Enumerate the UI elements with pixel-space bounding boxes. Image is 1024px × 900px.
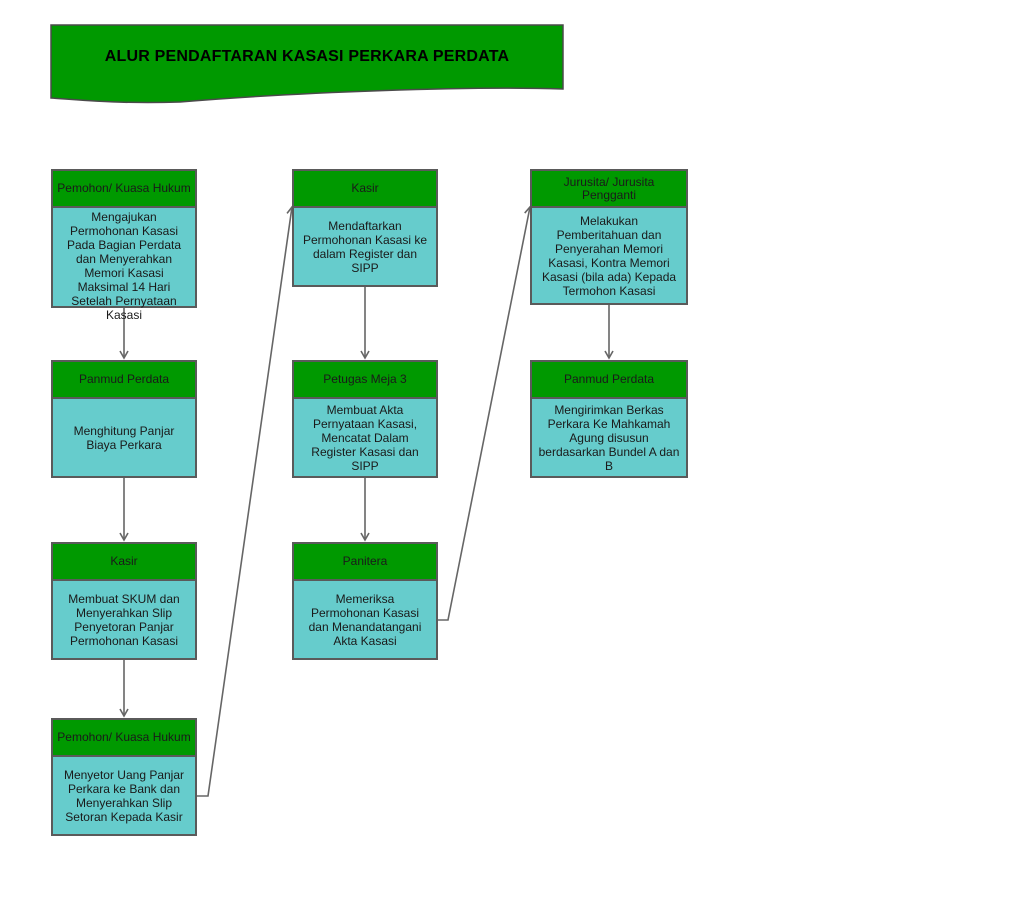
flow-node-petugas-meja-3[interactable]: Petugas Meja 3 Membuat Akta Pernyataan K…: [292, 360, 438, 478]
node-body: Membuat SKUM dan Menyerahkan Slip Penyet…: [68, 591, 180, 648]
flow-node-kasir-mendaftarkan[interactable]: Kasir Mendaftarkan Permohonan Kasasi ke …: [292, 169, 438, 287]
flow-node-jurusita[interactable]: Jurusita/ Jurusita Pengganti Melakukan P…: [530, 169, 688, 305]
node-body: Mendaftarkan Permohonan Kasasi ke dalam …: [302, 218, 428, 275]
node-header: Petugas Meja 3: [294, 362, 436, 399]
node-body: Menghitung Panjar Biaya Perkara: [73, 423, 175, 452]
flow-node-panmud-mengirimkan[interactable]: Panmud Perdata Mengirimkan Berkas Perkar…: [530, 360, 688, 478]
node-header: Pemohon/ Kuasa Hukum: [53, 171, 195, 208]
flow-node-pemohon-mengajukan[interactable]: Pemohon/ Kuasa Hukum Mengajukan Permohon…: [51, 169, 197, 322]
connector-n7-n8: [438, 205, 534, 621]
node-body: Membuat Akta Pernyataan Kasasi, Mencatat…: [311, 402, 419, 473]
flow-node-kasir-skum[interactable]: Kasir Membuat SKUM dan Menyerahkan Slip …: [51, 542, 197, 660]
connector-group: [119, 205, 614, 797]
title-banner: [50, 24, 564, 104]
node-header: Panmud Perdata: [53, 362, 195, 399]
flow-node-panmud-menghitung[interactable]: Panmud Perdata Menghitung Panjar Biaya P…: [51, 360, 197, 478]
node-header: Panitera: [294, 544, 436, 581]
node-header: Panmud Perdata: [532, 362, 686, 399]
node-body: Menyetor Uang Panjar Perkara ke Bank dan…: [63, 767, 185, 824]
node-body: Mengirimkan Berkas Perkara Ke Mahkamah A…: [538, 402, 680, 473]
node-body: Melakukan Pemberitahuan dan Penyerahan M…: [541, 213, 677, 298]
node-header: Jurusita/ Jurusita Pengganti: [532, 171, 686, 208]
node-header: Kasir: [53, 544, 195, 581]
node-body: Mengajukan Permohonan Kasasi Pada Bagian…: [66, 210, 182, 322]
flow-node-pemohon-menyetor[interactable]: Pemohon/ Kuasa Hukum Menyetor Uang Panja…: [51, 718, 197, 836]
node-header: Pemohon/ Kuasa Hukum: [53, 720, 195, 757]
node-body: Memeriksa Permohonan Kasasi dan Menandat…: [308, 591, 422, 648]
diagram-title: ALUR PENDAFTARAN KASASI PERKARA PERDATA: [104, 48, 510, 65]
flow-node-panitera[interactable]: Panitera Memeriksa Permohonan Kasasi dan…: [292, 542, 438, 660]
node-header: Kasir: [294, 171, 436, 208]
connector-n4-n5: [197, 205, 296, 797]
